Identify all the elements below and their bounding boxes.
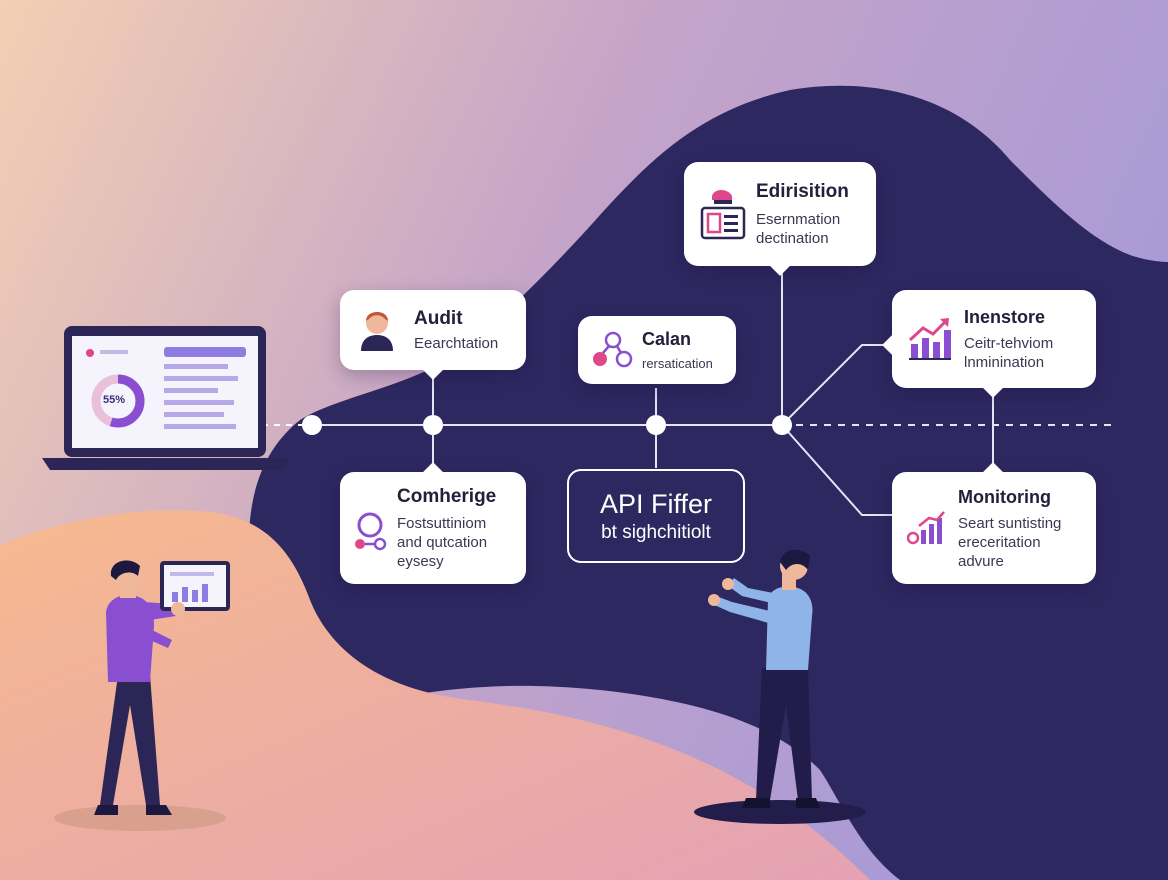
connected-nodes-icon [590,327,634,373]
card-line: eysesy [397,552,444,570]
card-line: Esernmation [756,210,841,228]
person-right-presenting [694,549,866,824]
card-line: dectination [756,229,829,247]
document-icon [698,184,748,244]
timeline-node [772,415,792,435]
person-avatar-icon [354,305,400,355]
card-line: Eearchtation [414,334,499,352]
donut-percent-label: 55% [103,394,126,406]
timeline-node [302,415,322,435]
timeline-node [646,415,666,435]
card-edirisition[interactable]: Edirisition Esernmation dectination [684,162,876,276]
person-left-with-tablet [54,560,230,831]
timeline-node [423,415,443,435]
card-line: advure [958,552,1004,570]
card-line: Ceitr-tehviom [964,335,1054,352]
card-monitoring[interactable]: Monitoring Seart suntisting ereceritatio… [892,462,1096,584]
connectors [432,270,994,516]
laptop [42,326,290,470]
card-comherige[interactable]: Comherige Fostsuttiniom and qutcation ey… [340,462,526,584]
user-network-icon [354,506,388,556]
card-audit[interactable]: Audit Eearchtation [340,290,526,380]
card-title: Edirisition [756,180,849,202]
card-title: API Fiffer [599,489,713,519]
navy-blob [248,85,1168,880]
card-title: Comherige [397,485,497,507]
card-line: ereceritation [958,533,1041,551]
timeline-nodes [302,415,792,435]
donut-chart [91,374,145,428]
card-inenstore[interactable]: Inenstore Ceitr-tehviom lnminination [882,290,1096,398]
card-line: rersatication [642,355,713,371]
growth-chart-icon [906,314,954,364]
card-line: lnminination [964,354,1045,371]
card-line: bt sighchitiolt [601,522,711,543]
card-api-fiffer[interactable]: API Fiffer bt sighchitiolt [567,469,745,563]
card-line: and qutcation [397,533,488,551]
card-calan[interactable]: Calan rersatication [578,316,736,384]
card-line: Seart suntisting [958,514,1062,532]
card-title: Inenstore [964,307,1046,327]
card-line: Fostsuttiniom [397,514,487,532]
card-title: Monitoring [958,486,1051,507]
card-title: Audit [414,307,463,329]
card-title: Calan [642,328,692,349]
bar-chart-icon [906,503,948,553]
